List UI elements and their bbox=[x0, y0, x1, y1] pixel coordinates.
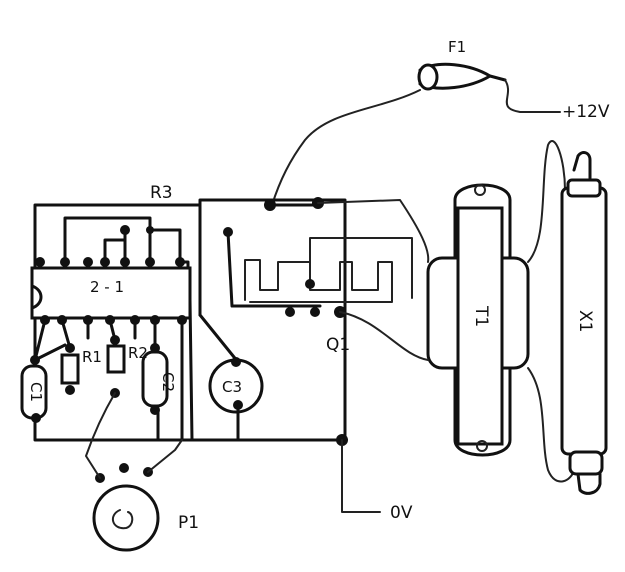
label-r3: R3 bbox=[150, 183, 173, 203]
label-supply: +12V bbox=[562, 102, 610, 122]
capacitor-c3 bbox=[208, 357, 264, 442]
transformer-t1 bbox=[426, 183, 530, 457]
label-r1: R1 bbox=[82, 348, 102, 366]
label-q1: Q1 bbox=[326, 335, 350, 355]
potentiometer-p1 bbox=[92, 463, 160, 552]
transformer-wire-upper bbox=[317, 199, 430, 263]
supply-wire bbox=[504, 79, 561, 113]
label-c2: C2 bbox=[159, 372, 177, 392]
ic-pins-top bbox=[35, 257, 185, 267]
label-c3: C3 bbox=[222, 378, 242, 396]
ground-wire bbox=[341, 439, 381, 513]
label-f1: F1 bbox=[448, 38, 466, 56]
transformer-to-x1-wire bbox=[527, 140, 566, 263]
capacitor-c2 bbox=[141, 318, 169, 415]
transformer-wire-lower bbox=[339, 311, 429, 361]
fuse-f1 bbox=[417, 62, 507, 91]
label-r2: R2 bbox=[128, 344, 148, 362]
ic-chip bbox=[30, 266, 192, 320]
label-ic: 2 - 1 bbox=[90, 278, 124, 296]
label-t1: T1 bbox=[471, 305, 491, 327]
transistor-q1 bbox=[223, 227, 413, 318]
label-c1: C1 bbox=[27, 382, 45, 402]
component-x1 bbox=[560, 151, 608, 495]
label-x1: X1 bbox=[575, 310, 595, 332]
resistor-r1 bbox=[60, 318, 80, 395]
label-ground: 0V bbox=[390, 503, 413, 523]
label-p1: P1 bbox=[178, 513, 199, 533]
resistor-r2 bbox=[106, 318, 126, 398]
fuse-to-board-wire bbox=[271, 89, 421, 206]
